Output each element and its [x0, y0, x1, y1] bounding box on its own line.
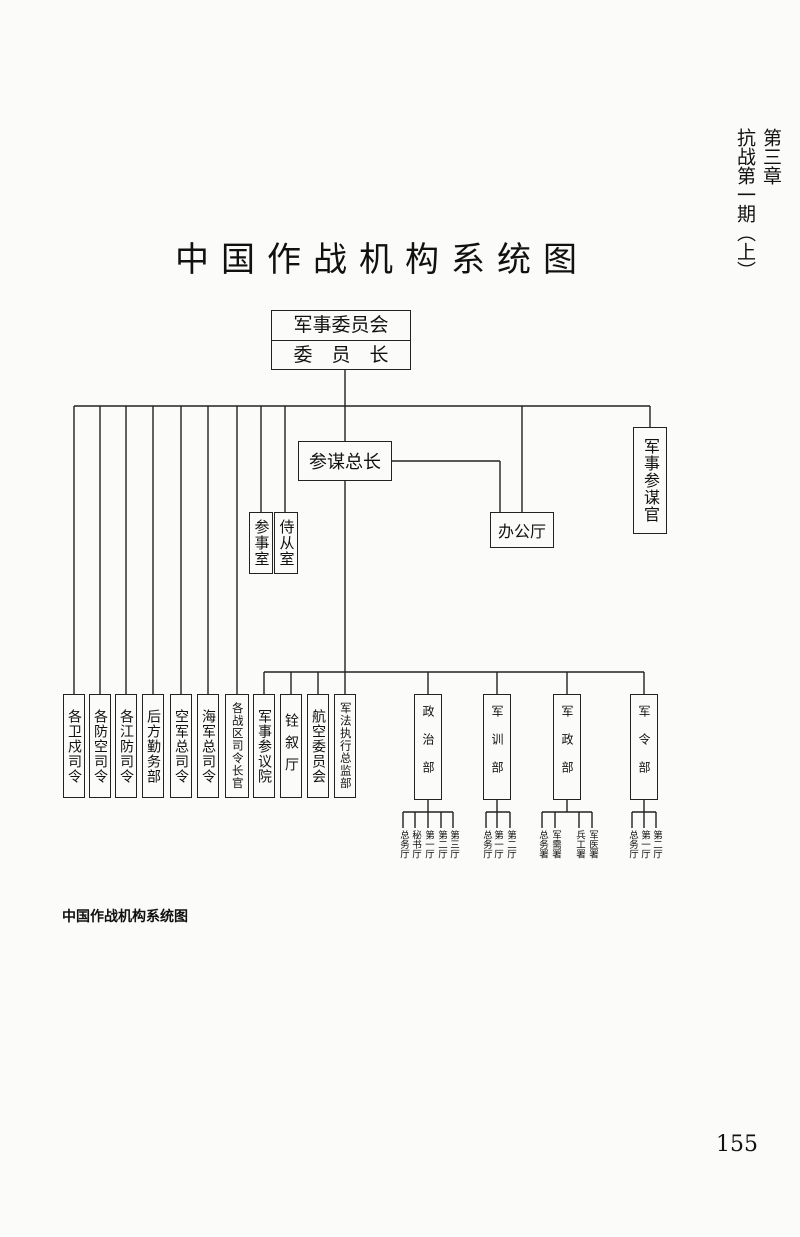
chairman-label: 委 员 长 — [293, 343, 389, 366]
page-number: 155 — [716, 1132, 758, 1157]
general-office-box: 办公厅 — [490, 512, 554, 548]
sub-office-label: 第三厅 — [448, 830, 459, 859]
garrison-commands-box: 各卫戍司令 — [63, 694, 85, 798]
war-zone-commanders-box: 各战区司令长官 — [225, 694, 249, 798]
counsellor-office-box: 参事室 — [249, 512, 273, 574]
sub-office-label: 第一厅 — [639, 830, 650, 859]
operations-department-box: 军令部 — [630, 694, 658, 800]
military-commission-label: 军事委员会 — [272, 311, 410, 341]
diagram-title: 中国作战机构系统图 — [175, 240, 589, 280]
training-department-box: 军训部 — [483, 694, 511, 800]
aviation-commission-box: 航空委员会 — [307, 694, 329, 798]
sub-office-label: 总务厅 — [627, 830, 638, 859]
sub-office-label: 兵工署 — [574, 830, 585, 859]
air-defense-commands-box: 各防空司令 — [89, 694, 111, 798]
sub-office-label: 总务署 — [537, 830, 548, 859]
navy-command-box: 海军总司令 — [197, 694, 219, 798]
sub-office-label: 第一厅 — [492, 830, 503, 859]
sub-office-label: 第二厅 — [505, 830, 516, 859]
river-defense-commands-box: 各江防司令 — [115, 694, 137, 798]
sub-office-label: 总务厅 — [481, 830, 492, 859]
chief-of-staff-box: 参谋总长 — [298, 441, 392, 481]
figure-caption: 中国作战机构系统图 — [62, 909, 188, 925]
sub-office-label: 第二厅 — [436, 830, 447, 859]
rear-services-box: 后方勤务部 — [142, 694, 164, 798]
military-advisor-box: 军事参谋官 — [633, 427, 667, 534]
sub-office-label: 第二厅 — [651, 830, 662, 859]
military-commission-box: 军事委员会 委 员 长 — [271, 310, 411, 370]
sub-office-label: 第一厅 — [423, 830, 434, 859]
political-department-box: 政治部 — [414, 694, 442, 800]
attendant-office-box: 侍从室 — [274, 512, 298, 574]
section-label: 抗战第一期（上） — [734, 128, 756, 280]
military-justice-box: 军法执行总监部 — [334, 694, 356, 798]
chapter-label: 第三章 — [760, 128, 782, 185]
sub-office-label: 军医署 — [587, 830, 598, 859]
administration-department-box: 军政部 — [553, 694, 581, 800]
personnel-bureau-box: 铨叙厅 — [280, 694, 302, 798]
sub-office-label: 总务厅 — [398, 830, 409, 859]
air-force-command-box: 空军总司令 — [170, 694, 192, 798]
running-header: 第三章 抗战第一期（上） — [732, 128, 784, 280]
sub-office-label: 军需署 — [550, 830, 561, 859]
military-council-box: 军事参议院 — [253, 694, 275, 798]
sub-office-label: 秘书厅 — [410, 830, 421, 859]
